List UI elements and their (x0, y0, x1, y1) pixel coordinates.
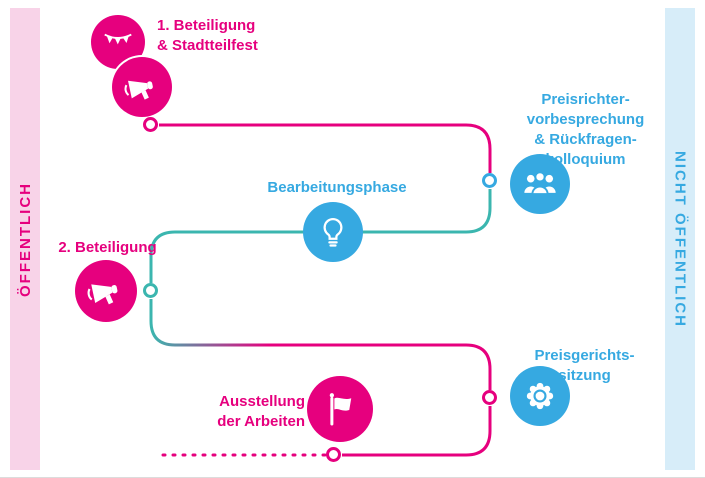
flow-line-lower (149, 299, 492, 390)
people-icon (524, 171, 556, 196)
node-preisrichter (510, 154, 570, 214)
connector-dot (143, 117, 158, 132)
medal-icon (526, 382, 554, 410)
label-preisrichter: Preisrichter- vorbesprechung & Rückfrage… (526, 91, 645, 168)
node-preisgericht (510, 366, 570, 426)
connector-dot (482, 390, 497, 405)
non-public-sidebar-label: NICHT ÖFFENTLICH (671, 150, 689, 328)
connector-dot (482, 173, 497, 188)
node-ausstellung (307, 376, 373, 442)
label-bearbeitungsphase: Bearbeitungsphase (267, 179, 407, 196)
node-beteiligung-1 (112, 57, 172, 117)
non-public-sidebar: NICHT ÖFFENTLICH (665, 8, 695, 470)
megaphone-icon (124, 80, 153, 100)
megaphone-icon (87, 284, 118, 305)
flow-line-top (159, 123, 492, 173)
node-beteiligung-2 (75, 260, 137, 322)
connector-dot (143, 283, 158, 298)
label-beteiligung-1: 1. Beteiligung & Stadtteilfest (157, 17, 258, 54)
flow-line-bottom (342, 406, 492, 457)
lightbulb-icon (323, 217, 343, 247)
flag-icon (329, 393, 352, 426)
label-ausstellung: Ausstellung der Arbeiten (217, 393, 305, 430)
label-beteiligung-2: 2. Beteiligung (58, 239, 157, 256)
label-preisgericht: Preisgerichts- sitzung (534, 347, 635, 384)
public-sidebar: ÖFFENTLICH (10, 8, 40, 470)
connector-dot-open-end (326, 447, 341, 462)
bunting-icon (104, 33, 132, 45)
node-bearbeitungsphase (303, 202, 363, 262)
